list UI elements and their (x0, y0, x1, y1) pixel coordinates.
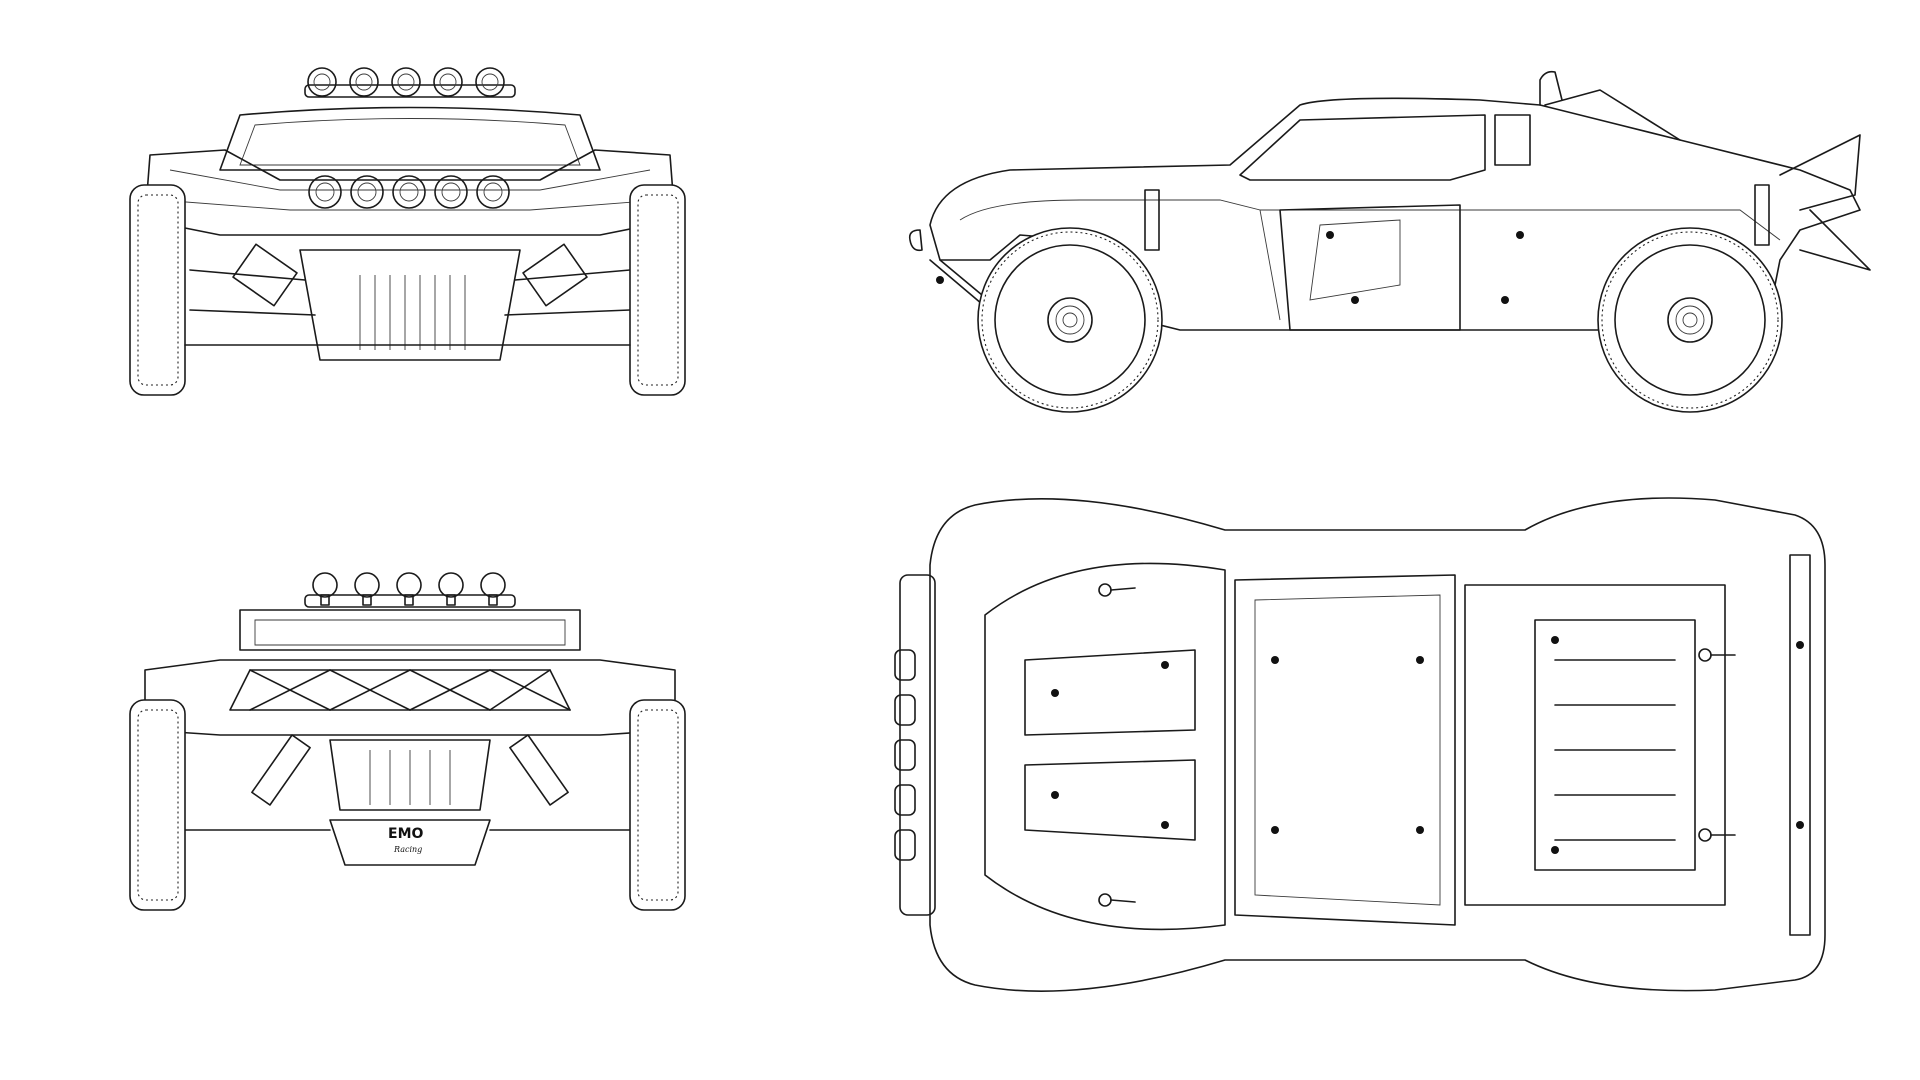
top-cabin (1234, 574, 1456, 926)
brand-logo-sub: Racing (393, 845, 422, 854)
side-rear-wheel (1597, 227, 1783, 413)
rear-right-wheel (629, 699, 686, 911)
front-bumper (299, 249, 521, 361)
rear-cage (229, 669, 571, 711)
rear-body (144, 659, 676, 736)
side-front-wheel (977, 227, 1163, 413)
top-hood (984, 562, 1226, 931)
top-bed (1464, 584, 1726, 906)
top-rear-spoiler (1789, 554, 1811, 936)
body-clips (1098, 583, 1736, 907)
rear-roof-lights (304, 572, 516, 608)
top-view (894, 497, 1826, 992)
front-right-wheel (629, 184, 686, 396)
brand-logo-text: EMO (388, 826, 423, 842)
brand-logo-plate: EMO Racing (329, 819, 491, 866)
front-suspension (189, 243, 631, 316)
roof-light-bar (304, 67, 516, 98)
rear-shocks (251, 734, 569, 806)
front-left-wheel (129, 184, 186, 396)
cab (219, 106, 601, 171)
side-window (1239, 114, 1486, 181)
rear-view: EMO Racing (129, 572, 686, 911)
front-light-bar (308, 175, 510, 209)
hood (144, 149, 676, 236)
rear-left-wheel (129, 699, 186, 911)
rear-window (1494, 114, 1531, 166)
top-body (929, 497, 1826, 992)
side-view (908, 70, 1871, 413)
rear-spoiler (1779, 134, 1861, 211)
front-view (129, 67, 686, 396)
top-nose-lights (894, 574, 936, 916)
